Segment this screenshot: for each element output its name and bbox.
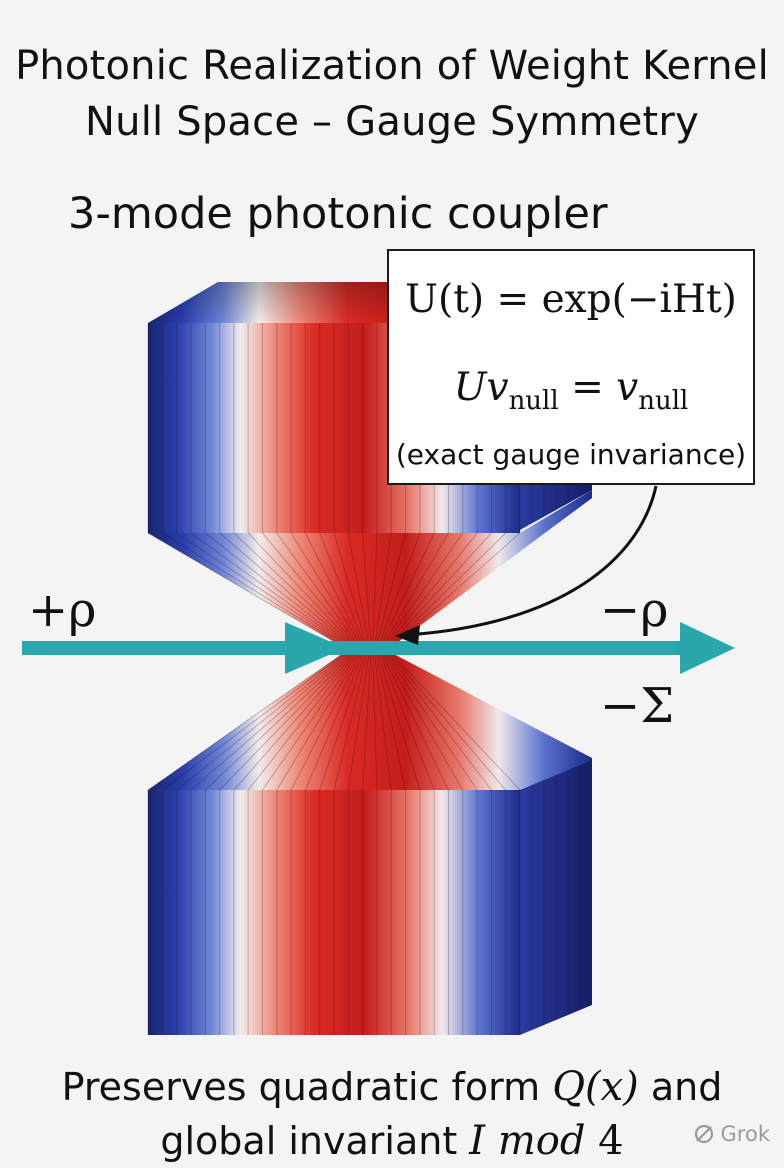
equation-box: U(t) = exp(−iHt) Uvnull = vnull (exact g…	[387, 249, 755, 485]
lower-funnel-mesh-line	[276, 651, 362, 791]
upper-funnel-mesh-line	[347, 532, 370, 649]
upper-funnel-mesh-line	[204, 532, 353, 649]
upper-funnel-mesh-line	[176, 532, 349, 649]
upper-funnel-mesh-line	[276, 532, 361, 649]
grok-logo-icon	[694, 1124, 713, 1144]
watermark-text: Grok	[720, 1122, 770, 1146]
upper-funnel-mesh-line	[373, 532, 392, 649]
footer-caption: Preserves quadratic form Q(x) and global…	[0, 1060, 784, 1168]
lower-funnel-mesh-line	[233, 651, 356, 791]
lower-funnel-mesh-line	[362, 651, 372, 791]
lower-funnel-mesh-line	[190, 651, 351, 791]
mode-arrow	[22, 622, 735, 674]
lower-funnel-mesh-line	[379, 651, 435, 791]
input-arrowhead	[285, 622, 345, 674]
null-lhs: Uv	[453, 365, 509, 410]
null-subscript-2: null	[638, 386, 689, 417]
lower-funnel-mesh-line	[389, 651, 521, 791]
lower-funnel-mesh-line	[382, 651, 464, 791]
upper-funnel-mesh-line	[333, 532, 368, 649]
lower-block	[148, 760, 592, 1035]
mode-arrow-shaft	[22, 641, 702, 655]
null-subscript-1: null	[508, 386, 559, 417]
lower-funnel-mesh-line	[219, 651, 355, 791]
lower-funnel-mesh-line	[387, 651, 507, 791]
title-line-2: Null Space – Gauge Symmetry	[85, 99, 699, 145]
lower-funnel-mesh-line	[290, 651, 363, 791]
upper-funnel-mesh-line	[233, 532, 356, 649]
lower-funnel-mesh-line	[373, 651, 392, 791]
upper-funnel-mesh-line	[304, 532, 365, 649]
upper-funnel	[148, 490, 592, 648]
footer-line1-text: Preserves quadratic form	[61, 1065, 553, 1109]
subtitle: 3-mode photonic coupler	[68, 189, 608, 239]
upper-funnel-mesh-line	[219, 532, 354, 649]
upper-funnel-mesh-line	[190, 532, 351, 649]
lower-funnel-mesh-line	[247, 651, 358, 791]
footer-line2-text: global invariant	[160, 1119, 470, 1163]
lower-funnel-mesh-line	[304, 651, 365, 791]
output-arrowhead	[680, 622, 735, 674]
gauge-note: (exact gauge invariance)	[395, 438, 747, 471]
lower-funnel-mesh-line	[384, 651, 478, 791]
pointer-arrowhead	[395, 625, 420, 645]
upper-funnel-mesh-line	[262, 532, 360, 649]
lower-funnel-mesh-line	[204, 651, 353, 791]
mesh-lines	[147, 288, 581, 1035]
upper-funnel-mesh-line	[379, 532, 435, 649]
input-label: +ρ	[28, 582, 97, 638]
title-line-1: Photonic Realization of Weight Kernel	[15, 43, 769, 89]
lower-funnel-mesh-line	[386, 651, 492, 791]
footer-line-1: Preserves quadratic form Q(x) and	[0, 1060, 784, 1114]
upper-funnel-mesh-line	[319, 532, 367, 649]
lower-funnel-mesh-line	[375, 651, 407, 791]
unitary-equation: U(t) = exp(−iHt)	[405, 277, 737, 322]
upper-funnel-mesh-line	[362, 532, 372, 649]
lower-block-side-face	[520, 760, 592, 1035]
upper-funnel-mesh-line	[386, 532, 492, 649]
output-label: −ρ	[600, 582, 669, 638]
upper-funnel-mesh-line	[247, 532, 358, 649]
lower-funnel-mesh-line	[162, 651, 348, 791]
upper-funnel-mesh-line	[147, 532, 346, 649]
footer-line2-num: 4	[585, 1118, 624, 1164]
page-title: Photonic Realization of Weight Kernel Nu…	[0, 38, 784, 150]
upper-funnel-mesh-line	[377, 532, 421, 649]
box-pointer	[395, 485, 658, 645]
upper-funnel-mesh-line	[382, 532, 464, 649]
upper-funnel-mesh-line	[380, 532, 449, 649]
lower-funnel-mesh-line	[262, 651, 360, 791]
sigma-label: −Σ	[600, 678, 675, 734]
upper-funnel-mesh-line	[375, 532, 407, 649]
footer-line1-end: and	[638, 1065, 723, 1109]
null-space-equation: Uvnull = vnull	[389, 365, 753, 416]
upper-funnel-mesh-line	[372, 532, 378, 649]
lower-funnel-mesh-line	[347, 651, 370, 791]
grok-watermark: Grok	[693, 1122, 770, 1146]
lower-funnel-mesh-line	[380, 651, 449, 791]
lower-block-front-face	[148, 790, 520, 1035]
lower-funnel-mesh-line	[377, 651, 421, 791]
null-rhs: = v	[558, 365, 639, 410]
pointer-curve	[404, 485, 658, 637]
lower-funnel-mesh-line	[333, 651, 368, 791]
lower-funnel-mesh-line	[372, 651, 378, 791]
lower-funnel	[148, 652, 592, 790]
upper-funnel-mesh-line	[162, 532, 347, 649]
footer-line1-math: Q(x)	[552, 1064, 639, 1110]
lower-funnel-mesh-line	[319, 651, 367, 791]
lower-funnel-mesh-line	[147, 651, 346, 791]
lower-funnel-mesh-line	[176, 651, 349, 791]
upper-funnel-mesh-line	[384, 532, 478, 649]
upper-funnel-mesh-line	[290, 532, 363, 649]
footer-line-2: global invariant I mod 4	[0, 1114, 784, 1168]
upper-funnel-mesh-line	[387, 532, 507, 649]
footer-line2-math: I mod	[469, 1118, 586, 1164]
